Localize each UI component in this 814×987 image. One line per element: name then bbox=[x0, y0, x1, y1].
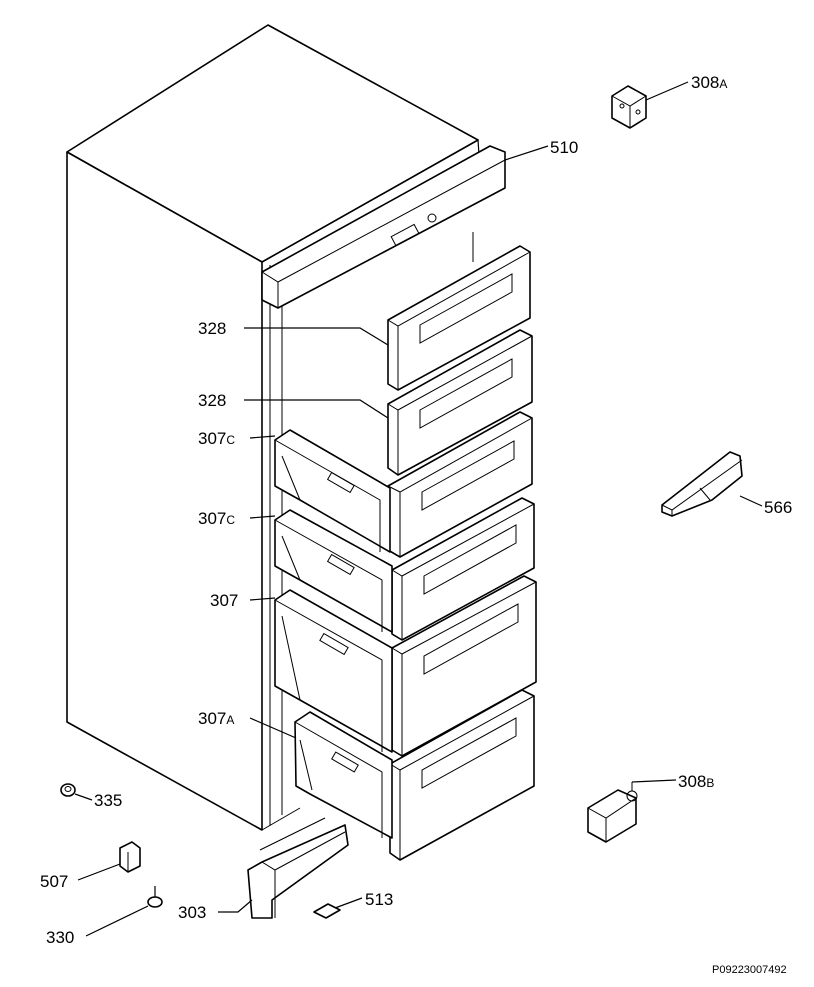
callout-510: 510 bbox=[550, 138, 578, 157]
foot-335 bbox=[60, 783, 76, 797]
drawer-front-4 bbox=[391, 497, 535, 641]
callout-308b: 308B bbox=[678, 772, 714, 791]
callout-303: 303 bbox=[178, 903, 206, 922]
foot-screw-330 bbox=[147, 886, 163, 908]
drawer-front-1 bbox=[387, 245, 531, 391]
callout-308a: 308A bbox=[691, 73, 727, 92]
callout-307c-first: 307C bbox=[198, 429, 235, 448]
reference-code: P09223007492 bbox=[712, 964, 787, 976]
drawer-basket-1 bbox=[274, 429, 391, 553]
clip-507 bbox=[119, 841, 141, 873]
handle-566 bbox=[661, 451, 743, 517]
plinth-303 bbox=[247, 817, 349, 919]
hinge-308b bbox=[587, 782, 638, 843]
part-513 bbox=[313, 903, 341, 919]
freezer-cabinet bbox=[66, 24, 481, 831]
callout-328-top: 328 bbox=[198, 319, 226, 338]
drawer-basket-4 bbox=[294, 711, 393, 839]
callout-566: 566 bbox=[764, 498, 792, 517]
callout-307a: 307A bbox=[198, 709, 234, 728]
hinge-308a bbox=[611, 85, 647, 129]
drawer-basket-3 bbox=[274, 589, 393, 753]
callout-307: 307 bbox=[210, 591, 238, 610]
callout-513: 513 bbox=[365, 890, 393, 909]
callout-330: 330 bbox=[46, 928, 74, 947]
callout-328-second: 328 bbox=[198, 391, 226, 410]
callout-507: 507 bbox=[40, 872, 68, 891]
drawer-basket-2 bbox=[274, 509, 393, 633]
leader-lines bbox=[74, 81, 763, 937]
callout-307c-second: 307C bbox=[198, 509, 235, 528]
drawer-front-6 bbox=[389, 689, 535, 861]
control-panel bbox=[261, 145, 506, 309]
callout-335: 335 bbox=[94, 791, 122, 810]
drawer-front-2 bbox=[387, 329, 533, 476]
